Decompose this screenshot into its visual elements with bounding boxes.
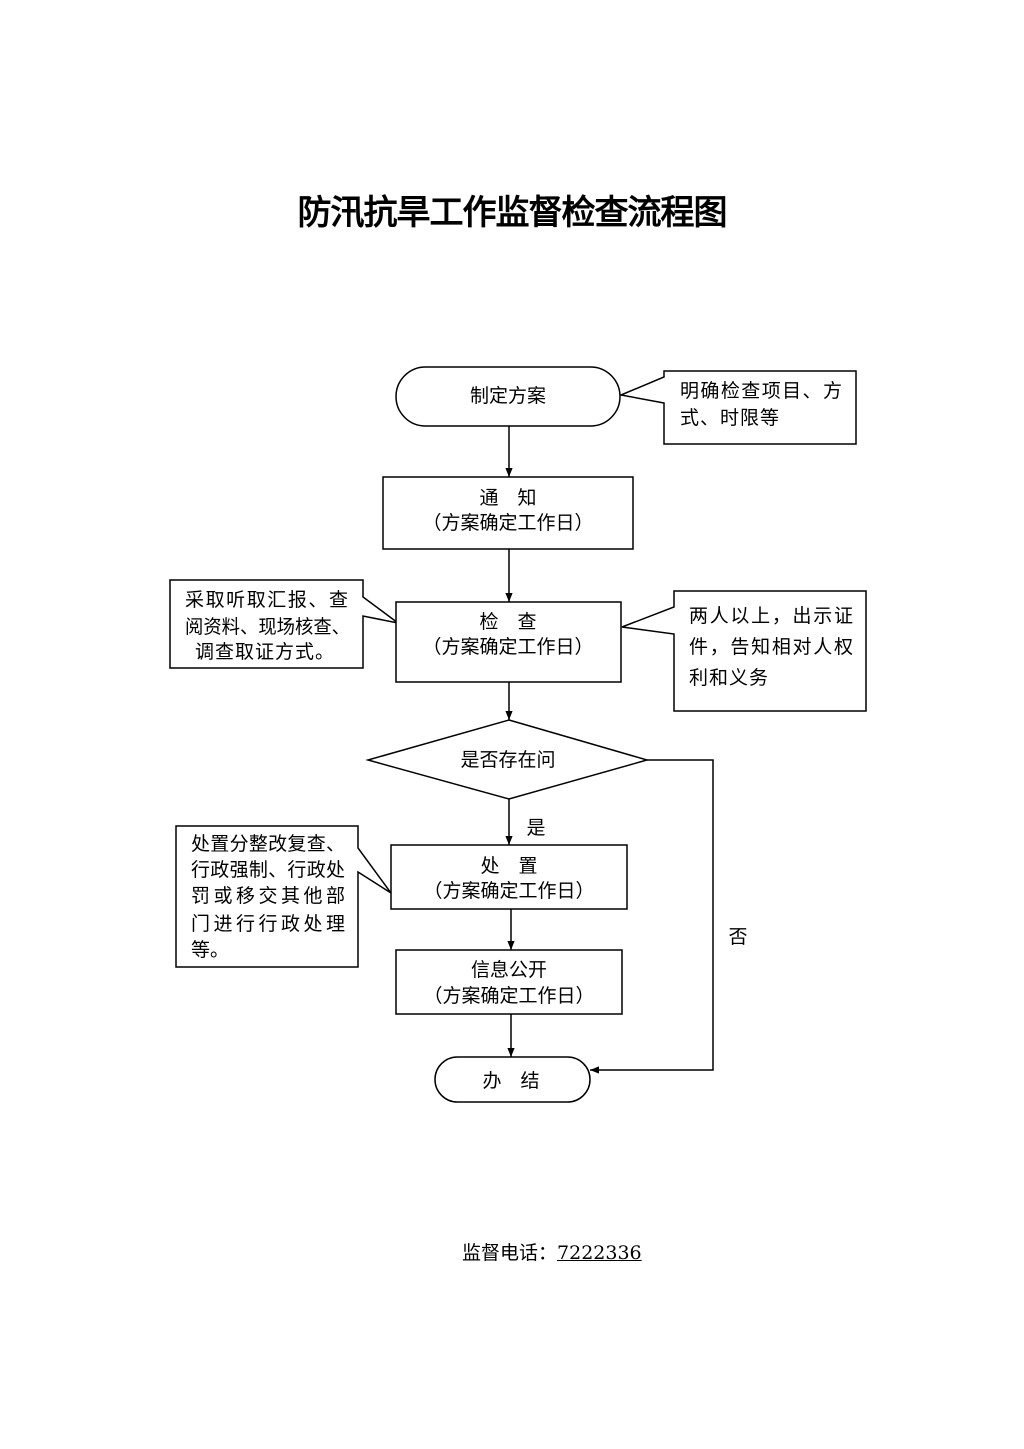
node-inspect-sublabel: （方案确定工作日）	[422, 636, 593, 658]
node-handle-sublabel: （方案确定工作日）	[423, 880, 594, 902]
page-title: 防汛抗旱工作监督检查流程图	[297, 193, 728, 233]
node-handle-label: 处 置	[480, 855, 537, 877]
node-publicize-sublabel: （方案确定工作日）	[423, 985, 594, 1007]
edge-yes-label: 是	[526, 817, 545, 839]
node-notify-box	[382, 476, 634, 550]
note-handle-line: 处置分整改复查、	[191, 833, 345, 855]
node-plan-label: 制定方案	[470, 385, 546, 407]
node-close-terminal	[434, 1056, 591, 1103]
footer-hotline-label: 监督电话：	[462, 1242, 558, 1264]
node-decision-label: 是否存在问	[460, 749, 555, 771]
node-notify-label: 通 知	[479, 487, 536, 509]
note-handle-line: 等。	[191, 939, 229, 961]
node-handle-box	[390, 844, 628, 910]
node-plan-terminal	[395, 366, 621, 427]
note-plan: 明确检查项目、方 式、时限等	[618, 370, 857, 445]
note-handle-callout	[175, 825, 392, 968]
node-publicize: 信息公开 （方案确定工作日）	[395, 949, 623, 1015]
note-handle-line: 罚或移交其他部	[191, 885, 345, 907]
note-handle-line: 行政强制、行政处	[191, 859, 345, 881]
note-inspect-rule-line: 利和义务	[689, 667, 769, 689]
edge-decision-no-to-close	[590, 759, 714, 1074]
node-plan: 制定方案	[395, 366, 621, 427]
node-close: 办 结	[434, 1056, 591, 1103]
note-inspect-rule: 两人以上，出示证 件，告知相对人权 利和义务	[621, 590, 867, 712]
note-plan-line: 式、时限等	[680, 407, 780, 429]
note-plan-line: 明确检查项目、方	[680, 380, 842, 402]
footer-hotline: 监督电话：7222336	[462, 1241, 642, 1265]
node-publicize-box	[395, 949, 623, 1015]
note-inspect-method: 采取听取汇报、查 阅资料、现场核查、 调查取证方式。	[169, 579, 399, 669]
note-inspect-rule-line: 两人以上，出示证	[689, 605, 853, 627]
node-inspect: 检 查 （方案确定工作日）	[395, 601, 622, 683]
node-inspect-label: 检 查	[479, 611, 536, 633]
node-decision-diamond	[365, 719, 650, 800]
node-close-label: 办 结	[482, 1070, 539, 1092]
node-inspect-box	[395, 601, 622, 683]
note-inspect-method-line: 阅资料、现场核查、	[185, 616, 350, 638]
footer-hotline-number: 7222336	[557, 1242, 642, 1264]
node-publicize-label: 信息公开	[471, 959, 547, 981]
note-handle: 处置分整改复查、 行政强制、行政处 罚或移交其他部 门进行行政处理 等。	[175, 825, 392, 968]
note-inspect-method-callout	[169, 579, 399, 669]
note-handle-line: 门进行行政处理	[191, 913, 345, 935]
node-notify: 通 知 （方案确定工作日）	[382, 476, 634, 550]
node-handle: 处 置 （方案确定工作日）	[390, 844, 628, 910]
node-decision: 是否存在问	[365, 719, 650, 800]
node-notify-sublabel: （方案确定工作日）	[422, 512, 593, 534]
note-plan-callout	[618, 370, 857, 445]
note-inspect-rule-callout	[621, 590, 867, 712]
note-inspect-rule-line: 件，告知相对人权	[689, 636, 853, 658]
edge-no-label: 否	[728, 926, 747, 948]
note-inspect-method-line: 调查取证方式。	[195, 641, 335, 663]
note-inspect-method-line: 采取听取汇报、查	[185, 589, 348, 611]
